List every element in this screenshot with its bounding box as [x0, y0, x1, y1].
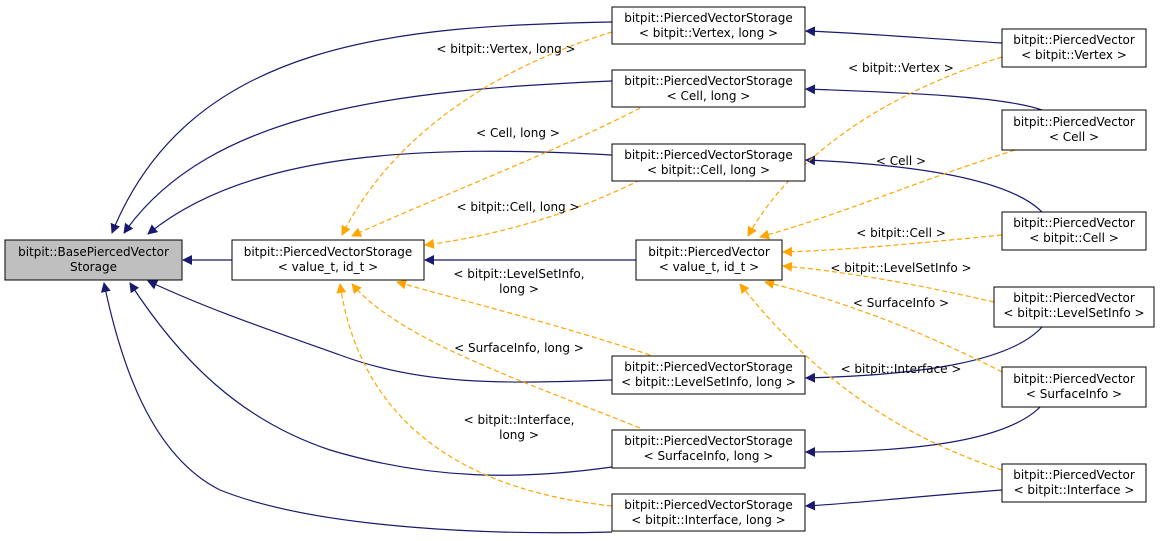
node-pierced-vector-template[interactable]: bitpit::PiercedVector< value_t, id_t >: [635, 239, 783, 281]
label-s-levelset: < bitpit::LevelSetInfo,long >: [453, 267, 584, 296]
label-v-surface: < SurfaceInfo >: [853, 296, 949, 310]
svg-text:bitpit::PiercedVectorStorage<: bitpit::PiercedVectorStorage< Cell, long…: [624, 74, 793, 103]
tedge-s-vertex: [341, 31, 613, 236]
node-vector-vertex[interactable]: bitpit::PiercedVector< bitpit::Vertex >: [1001, 28, 1147, 68]
label-s-vertex: < bitpit::Vertex, long >: [436, 42, 575, 56]
edge-v-levelset-to-s-levelset: [805, 326, 1043, 383]
label-v-cell: < Cell >: [876, 154, 926, 168]
svg-text:bitpit::PiercedVectorStorage<: bitpit::PiercedVectorStorage< bitpit::Le…: [621, 360, 796, 389]
tedge-v-vertex: [747, 56, 1003, 237]
node-vector-interface[interactable]: bitpit::PiercedVector< bitpit::Interface…: [1001, 463, 1147, 503]
edge-s-interface-to-base: [100, 282, 613, 534]
svg-text:bitpit::PiercedVector< bitpit:: bitpit::PiercedVector< bitpit::Cell >: [1013, 216, 1135, 245]
edge-s-surface-to-base: [129, 282, 613, 476]
svg-text:bitpit::PiercedVector< bitpit:: bitpit::PiercedVector< bitpit::Vertex >: [1013, 33, 1135, 62]
edge-v-surface-to-s-surface: [805, 404, 1043, 457]
edge-s-cell-long-to-base: [123, 80, 613, 234]
tedge-v-levelset: [782, 261, 995, 303]
tedge-s-bcell: [424, 179, 641, 249]
edge-labels: < bitpit::Vertex, long > < Cell, long > …: [436, 42, 971, 442]
label-v-levelset: < bitpit::LevelSetInfo >: [830, 261, 971, 275]
label-v-vertex: < bitpit::Vertex >: [848, 61, 954, 75]
tedge-s-interface: [336, 283, 613, 507]
svg-text:bitpit::PiercedVectorStorage<: bitpit::PiercedVectorStorage< bitpit::In…: [624, 498, 793, 527]
svg-text:bitpit::PiercedVectorStorage<: bitpit::PiercedVectorStorage< bitpit::Ve…: [624, 11, 793, 40]
inheritance-edges: [100, 21, 1043, 534]
edge-v-cell-to-s-cell-long: [805, 84, 1043, 111]
edge-s-vertex-to-base: [110, 21, 613, 234]
node-vector-bitpit-cell[interactable]: bitpit::PiercedVector< bitpit::Cell >: [1001, 211, 1147, 251]
edge-v-vertex-to-s-vertex: [805, 26, 1003, 44]
label-s-bcell: < bitpit::Cell, long >: [456, 200, 579, 214]
svg-text:bitpit::PiercedVectorStorage<: bitpit::PiercedVectorStorage< SurfaceInf…: [624, 434, 793, 463]
node-storage-vertex-long[interactable]: bitpit::PiercedVectorStorage< bitpit::Ve…: [611, 6, 806, 45]
node-storage-interface-long[interactable]: bitpit::PiercedVectorStorage< bitpit::In…: [611, 493, 806, 532]
tedge-v-bcell: [782, 234, 1003, 257]
label-s-cell-long: < Cell, long >: [476, 126, 560, 140]
label-v-interface: < bitpit::Interface >: [841, 362, 962, 376]
node-vector-levelset[interactable]: bitpit::PiercedVector< bitpit::LevelSetI…: [993, 286, 1155, 328]
edge-s-bcell-to-base: [147, 150, 613, 235]
svg-text:bitpit::PiercedVector< Cell >: bitpit::PiercedVector< Cell >: [1013, 115, 1135, 144]
svg-text:bitpit::PiercedVector< bitpit:: bitpit::PiercedVector< bitpit::LevelSetI…: [1003, 291, 1144, 320]
node-storage-levelset-long[interactable]: bitpit::PiercedVectorStorage< bitpit::Le…: [611, 355, 806, 395]
svg-text:bitpit::PiercedVector< bitpit:: bitpit::PiercedVector< bitpit::Interface…: [1013, 468, 1135, 497]
node-storage-cell-long[interactable]: bitpit::PiercedVectorStorage< Cell, long…: [611, 69, 806, 108]
label-s-surface: < SurfaceInfo, long >: [454, 341, 584, 355]
tedge-v-surface: [764, 279, 1003, 373]
node-storage-bitpit-cell-long[interactable]: bitpit::PiercedVectorStorage< bitpit::Ce…: [611, 143, 806, 182]
node-vector-cell[interactable]: bitpit::PiercedVector< Cell >: [1001, 109, 1147, 151]
label-v-bcell: < bitpit::Cell >: [856, 226, 946, 240]
svg-text:bitpit::PiercedVectorStorage<: bitpit::PiercedVectorStorage< value_t, i…: [244, 245, 413, 274]
svg-text:bitpit::PiercedVectorStorage<: bitpit::PiercedVectorStorage< bitpit::Ce…: [624, 148, 793, 177]
svg-text:bitpit::PiercedVector< Surface: bitpit::PiercedVector< SurfaceInfo >: [1013, 372, 1135, 401]
svg-text:bitpit::PiercedVector< value_t: bitpit::PiercedVector< value_t, id_t >: [648, 245, 770, 274]
tedge-s-surface: [351, 283, 641, 429]
tedge-v-interface: [739, 283, 1003, 471]
edge-s-levelset-to-base: [147, 280, 613, 383]
edge-v-bcell-to-s-bcell: [805, 155, 1043, 213]
template-edges: [336, 31, 1016, 507]
node-storage-surfaceinfo-long[interactable]: bitpit::PiercedVectorStorage< SurfaceInf…: [611, 429, 806, 469]
tedge-s-levelset: [396, 279, 651, 356]
node-vector-surfaceinfo[interactable]: bitpit::PiercedVector< SurfaceInfo >: [1001, 366, 1147, 408]
node-pierced-vector-storage-template[interactable]: bitpit::PiercedVectorStorage< value_t, i…: [231, 239, 425, 281]
label-s-interface: < bitpit::Interface,long >: [464, 413, 575, 442]
edge-v-interface-to-s-interface: [805, 489, 1003, 511]
